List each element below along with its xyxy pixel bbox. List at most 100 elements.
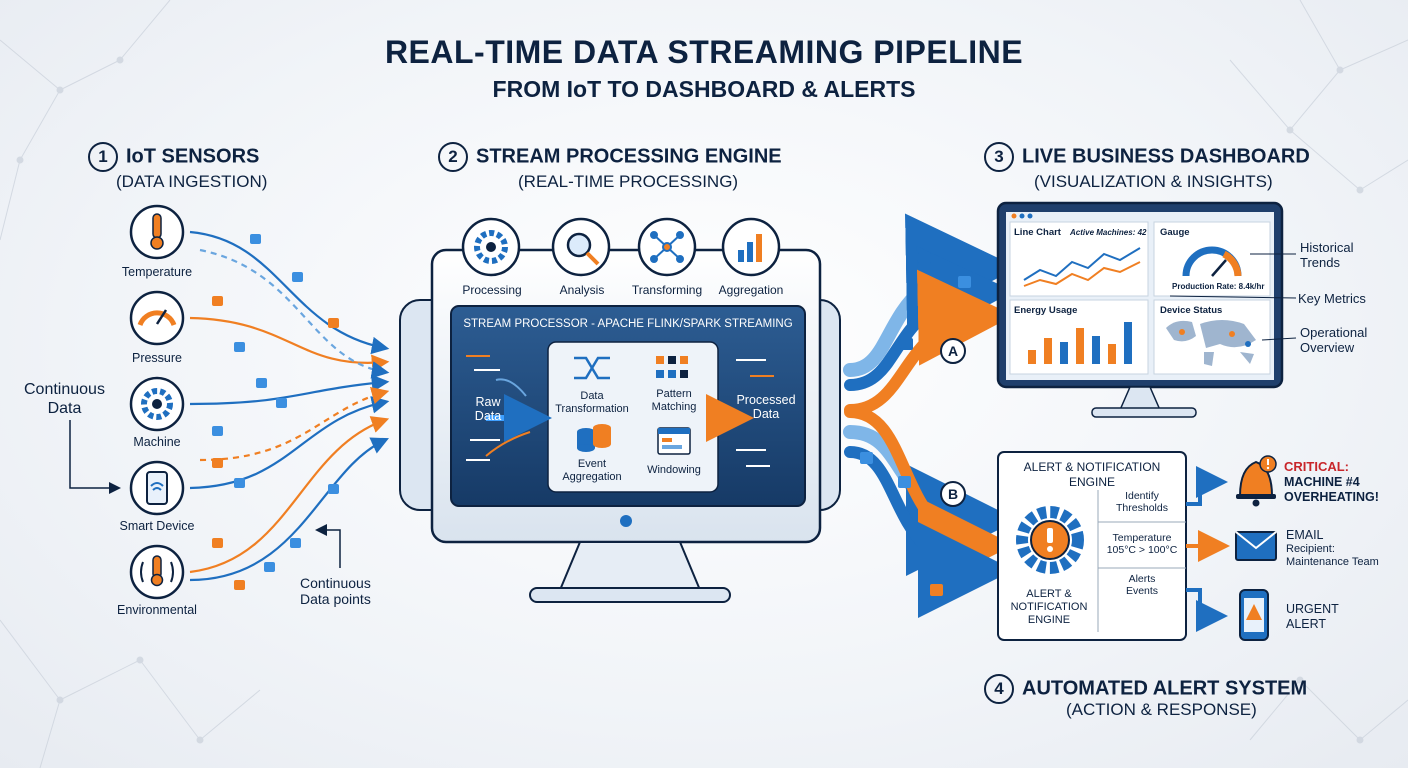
section-1-subtitle: (DATA INGESTION) bbox=[116, 172, 268, 191]
gear-icon bbox=[129, 376, 185, 432]
smartphone-icon bbox=[129, 460, 185, 516]
section-1-heading: 1 IoT SENSORS bbox=[88, 142, 259, 172]
op-label-event-aggregation: Event Aggregation bbox=[562, 458, 622, 483]
section-3-number: 3 bbox=[984, 142, 1014, 172]
alert-gear-icon bbox=[1016, 506, 1084, 574]
bar-chart-icon bbox=[738, 234, 762, 262]
thermometer-icon bbox=[129, 204, 185, 260]
stage-icons bbox=[461, 217, 781, 277]
flow-line bbox=[189, 374, 390, 406]
shuffle-icon bbox=[574, 356, 610, 380]
section-4-subtitle: (ACTION & RESPONSE) bbox=[1066, 700, 1257, 719]
gauge-title: Gauge bbox=[1160, 227, 1190, 238]
network-icon bbox=[650, 231, 684, 263]
section-2-title: STREAM PROCESSING ENGINE bbox=[476, 145, 782, 168]
processed-data-label: Processed Data bbox=[736, 393, 796, 421]
sensor-label-machine: Machine bbox=[133, 435, 181, 449]
energy-bars bbox=[1028, 322, 1132, 364]
device-status-title: Device Status bbox=[1160, 305, 1223, 316]
continuous-data-label: Continuous Data bbox=[24, 381, 105, 417]
section-4-title: AUTOMATED ALERT SYSTEM bbox=[1022, 677, 1308, 700]
magnifier-icon bbox=[566, 232, 592, 258]
section-4-number: 4 bbox=[984, 674, 1014, 704]
section-3-subtitle: (VISUALIZATION & INSIGHTS) bbox=[1034, 172, 1273, 191]
alert-engine-icon-label: ALERT & NOTIFICATION ENGINE bbox=[1010, 588, 1088, 626]
dashboard-monitor bbox=[996, 201, 1284, 418]
stream-processor-monitor bbox=[399, 248, 841, 603]
pipe-packets bbox=[860, 252, 971, 596]
envelope-icon bbox=[1235, 531, 1277, 561]
stage-label-aggregation: Aggregation bbox=[718, 283, 784, 297]
stage-label-transforming: Transforming bbox=[631, 283, 703, 297]
continuous-data-arrow bbox=[69, 420, 121, 494]
continuous-points-label: Continuous Data points bbox=[300, 575, 371, 607]
stage-label-processing: Processing bbox=[462, 283, 522, 297]
route-b-label: B bbox=[947, 486, 959, 502]
row-temperature-threshold: Temperature 105°C > 100°C bbox=[1106, 532, 1178, 556]
section-3-heading: 3 LIVE BUSINESS DASHBOARD bbox=[984, 142, 1310, 172]
alert-engine-title: ALERT & NOTIFICATION ENGINE bbox=[1023, 460, 1161, 489]
page-subtitle: FROM IoT TO DASHBOARD & ALERTS bbox=[492, 76, 916, 102]
energy-usage-title: Energy Usage bbox=[1014, 305, 1078, 316]
section-1-title: IoT SENSORS bbox=[126, 145, 260, 168]
section-2-subtitle: (REAL-TIME PROCESSING) bbox=[518, 172, 739, 191]
flow-line bbox=[189, 396, 390, 490]
alert-arrows bbox=[1186, 466, 1230, 632]
callout-key-metrics: Key Metrics bbox=[1298, 291, 1366, 306]
flow-line bbox=[189, 437, 389, 582]
row-alert-events: Alerts Events bbox=[1125, 573, 1159, 597]
continuous-points-arrow bbox=[315, 524, 341, 568]
callout-historical-trends: Historical Trends bbox=[1300, 240, 1354, 270]
critical-label: CRITICAL: bbox=[1284, 459, 1349, 474]
flow-line bbox=[189, 316, 390, 372]
flow-line bbox=[199, 387, 390, 462]
callout-operational-overview: Operational Overview bbox=[1300, 325, 1368, 355]
sensor-label-environmental: Environmental bbox=[117, 603, 197, 617]
line-chart-title: Line Chart bbox=[1014, 227, 1061, 238]
gear-icon bbox=[474, 230, 508, 264]
pattern-icon bbox=[656, 356, 688, 378]
section-2-heading: 2 STREAM PROCESSING ENGINE bbox=[438, 142, 782, 172]
row-identify-thresholds: Identify Thresholds bbox=[1116, 490, 1168, 514]
bell-icon bbox=[1236, 455, 1277, 507]
window-icon bbox=[657, 427, 691, 455]
op-label-data-transformation: Data Transformation bbox=[555, 390, 629, 415]
production-rate-label: Production Rate: 8.4k/hr bbox=[1172, 282, 1265, 291]
flow-line bbox=[199, 248, 390, 379]
route-a-label: A bbox=[947, 343, 959, 359]
stage-label-analysis: Analysis bbox=[559, 283, 605, 297]
raw-data-label: Raw Data bbox=[474, 395, 502, 423]
route-markers bbox=[940, 338, 966, 507]
phone-alert-icon bbox=[1239, 589, 1269, 641]
sensor-icons bbox=[129, 204, 185, 600]
processor-title: STREAM PROCESSOR - APACHE FLINK/SPARK ST… bbox=[463, 318, 793, 330]
email-recipient: Recipient: Maintenance Team bbox=[1286, 543, 1379, 568]
environment-icon bbox=[129, 544, 185, 600]
screen-arrows bbox=[466, 355, 774, 467]
section-4-heading: 4 AUTOMATED ALERT SYSTEM bbox=[984, 674, 1307, 704]
email-title: EMAIL bbox=[1286, 528, 1324, 542]
gauge-icon bbox=[129, 290, 185, 346]
sensor-label-temperature: Temperature bbox=[121, 265, 193, 279]
section-2-number: 2 bbox=[438, 142, 468, 172]
section-1-number: 1 bbox=[88, 142, 118, 172]
urgent-alert-label: URGENT ALERT bbox=[1286, 602, 1339, 631]
active-machines-label: Active Machines: 42 bbox=[1070, 228, 1147, 237]
output-pipes bbox=[843, 213, 1018, 618]
database-icon bbox=[577, 424, 611, 452]
sensor-label-pressure: Pressure bbox=[131, 351, 183, 365]
sensor-label-smart-device: Smart Device bbox=[119, 519, 195, 533]
section-3-title: LIVE BUSINESS DASHBOARD bbox=[1022, 145, 1310, 168]
callout-lines bbox=[1169, 253, 1297, 341]
critical-message: MACHINE #4 OVERHEATING! bbox=[1284, 475, 1379, 504]
op-label-windowing: Windowing bbox=[647, 464, 701, 476]
alert-engine-panel bbox=[997, 451, 1187, 641]
data-packets bbox=[212, 234, 339, 590]
flow-line bbox=[189, 230, 390, 355]
sensor-flow-lines bbox=[189, 230, 390, 582]
op-label-pattern-matching: Pattern Matching bbox=[651, 388, 697, 413]
flow-line bbox=[189, 416, 390, 574]
